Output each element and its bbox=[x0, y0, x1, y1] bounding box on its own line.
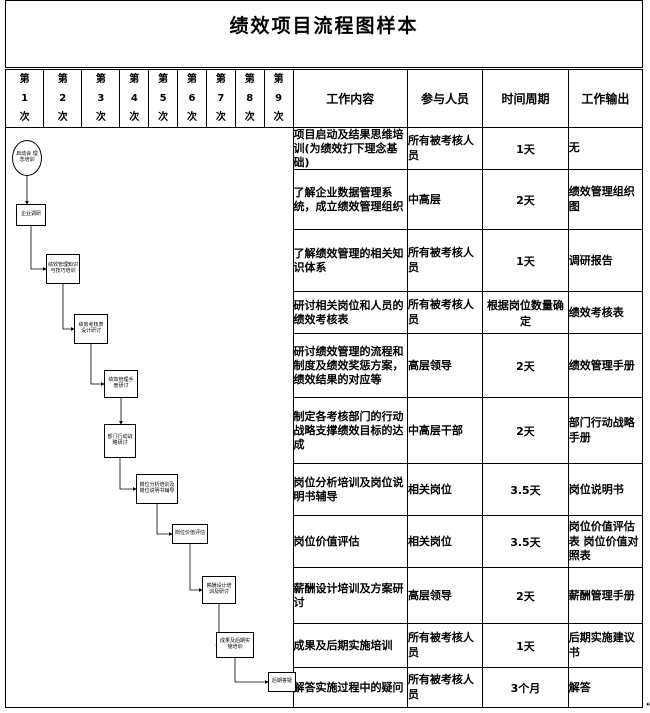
row-content: 岗位价值评估 bbox=[292, 515, 408, 569]
table-row: 制定各考核部门的行动战略支撑绩效目标的达成 中高层干部 2天 部门行动战略手册 bbox=[6, 397, 644, 465]
row-people: 所有被考核人员 bbox=[406, 623, 484, 669]
row-content: 了解绩效管理的相关知识体系 bbox=[292, 229, 408, 293]
row-people: 所有被考核人员 bbox=[406, 126, 484, 171]
flow-step-box: 薪酬设计培 训及研讨 bbox=[202, 576, 236, 604]
row-people: 高层领导 bbox=[406, 567, 484, 625]
flow-step-box: 部门行动战 略研讨 bbox=[104, 424, 136, 458]
row-output: 薪酬管理手册 bbox=[567, 567, 644, 625]
header-output: 工作输出 bbox=[567, 69, 644, 128]
row-output: 部门行动战略手册 bbox=[567, 397, 644, 465]
row-people: 所有被考核人员 bbox=[406, 291, 484, 335]
flow-connectors bbox=[25, 176, 269, 684]
row-time: 1天 bbox=[482, 623, 569, 669]
row-content: 成果及后期实施培训 bbox=[292, 623, 408, 669]
table-row: 研讨绩效管理的流程和制度及绩效奖惩方案，绩效结果的对应等 高层领导 2天 绩效管… bbox=[6, 333, 644, 399]
flow-arrow bbox=[90, 344, 105, 386]
flow-arrow bbox=[189, 544, 203, 592]
row-time: 2天 bbox=[482, 333, 569, 399]
row-output: 无 bbox=[567, 126, 644, 171]
row-content: 项目启动及结果思维培训(为绩效打下理念基础) bbox=[292, 126, 408, 171]
row-output: 解答 bbox=[567, 667, 644, 709]
row-content: 解答实施过程中的疑问 bbox=[292, 667, 408, 709]
table-row: 了解绩效管理的相关知识体系 所有被考核人员 1天 调研报告 bbox=[6, 229, 644, 293]
row-output: 绩效管理组织图 bbox=[567, 169, 644, 231]
row-time: 3.5天 bbox=[482, 463, 569, 517]
row-people: 相关岗位 bbox=[406, 515, 484, 569]
document-title: 绩效项目流程图样本 bbox=[229, 15, 419, 37]
table-row: 解答实施过程中的疑问 所有被考核人员 3个月 解答 bbox=[6, 667, 644, 709]
row-time: 1天 bbox=[482, 126, 569, 171]
flow-step-box: 岗位价值评估 bbox=[172, 524, 208, 544]
row-people: 所有被考核人员 bbox=[406, 667, 484, 709]
flow-step-box: 岗位分析培训及 岗位说明书辅导 bbox=[136, 474, 178, 504]
flow-step-box: 成果及后期实 施培训 bbox=[216, 632, 254, 658]
flow-arrow bbox=[119, 458, 137, 491]
row-people: 高层领导 bbox=[406, 333, 484, 399]
row-output: 后期实施建议书 bbox=[567, 623, 644, 669]
row-content: 了解企业数据管理系统，成立绩效管理组织 bbox=[292, 169, 408, 231]
flow-arrow bbox=[62, 284, 75, 331]
flowchart: 启动会 理念培训企业调研绩效管理知识 与技巧培训绩效考核表 设计研讨绩效管理手 … bbox=[6, 128, 296, 706]
header-time: 时间周期 bbox=[482, 69, 569, 128]
row-content: 研讨相关岗位和人员的绩效考核表 bbox=[292, 291, 408, 335]
row-time: 2天 bbox=[482, 169, 569, 231]
table-row: 岗位价值评估 相关岗位 3.5天 岗位价值评估表 岗位价值对照表 bbox=[6, 515, 644, 569]
header-content: 工作内容 bbox=[292, 69, 408, 128]
table-row: 薪酬设计培训及方案研讨 高层领导 2天 薪酬管理手册 bbox=[6, 567, 644, 625]
flow-arrow bbox=[234, 658, 269, 684]
row-time: 3.5天 bbox=[482, 515, 569, 569]
flow-step-box: 后期答疑 bbox=[268, 672, 296, 692]
flowchart-area: 启动会 理念培训企业调研绩效管理知识 与技巧培训绩效考核表 设计研讨绩效管理手 … bbox=[5, 126, 296, 709]
row-time: 根据岗位数量确定 bbox=[482, 291, 569, 335]
row-content: 薪酬设计培训及方案研讨 bbox=[292, 567, 408, 625]
row-content: 制定各考核部门的行动战略支撑绩效目标的达成 bbox=[292, 397, 408, 465]
row-time: 2天 bbox=[482, 567, 569, 625]
paragraph-mark: ↵ bbox=[646, 700, 650, 710]
row-output: 岗位说明书 bbox=[567, 463, 644, 517]
row-people: 中高层 bbox=[406, 169, 484, 231]
flow-step-box: 企业调研 bbox=[16, 204, 46, 226]
flow-arrow bbox=[156, 504, 173, 536]
title-box: 绩效项目流程图样本 bbox=[5, 0, 643, 68]
table-row: 研讨相关岗位和人员的绩效考核表 所有被考核人员 根据岗位数量确定 绩效考核表 bbox=[6, 291, 644, 335]
table-row: 岗位分析培训及岗位说明书辅导 相关岗位 3.5天 岗位说明书 bbox=[6, 463, 644, 517]
row-time: 3个月 bbox=[482, 667, 569, 709]
flow-step-box: 绩效考核表 设计研讨 bbox=[74, 314, 108, 344]
table-row: 启动会 理念培训企业调研绩效管理知识 与技巧培训绩效考核表 设计研讨绩效管理手 … bbox=[5, 126, 644, 709]
row-output: 绩效管理手册 bbox=[567, 333, 644, 399]
flow-step-box: 绩效管理知识 与技巧培训 bbox=[46, 254, 80, 284]
header-people: 参与人员 bbox=[406, 69, 484, 128]
table-row: 了解企业数据管理系统，成立绩效管理组织 中高层 2天 绩效管理组织图 bbox=[6, 169, 644, 231]
row-people: 所有被考核人员 bbox=[406, 229, 484, 293]
row-output: 绩效考核表 bbox=[567, 291, 644, 335]
row-people: 中高层干部 bbox=[406, 397, 484, 465]
row-content: 岗位分析培训及岗位说明书辅导 bbox=[292, 463, 408, 517]
row-output: 岗位价值评估表 岗位价值对照表 bbox=[567, 515, 644, 569]
row-output: 调研报告 bbox=[567, 229, 644, 293]
flow-step-box: 绩效管理手 册研讨 bbox=[104, 370, 138, 398]
row-time: 2天 bbox=[482, 397, 569, 465]
row-time: 1天 bbox=[482, 229, 569, 293]
row-people: 相关岗位 bbox=[406, 463, 484, 517]
flow-step-box: 启动会 理念培训 bbox=[12, 140, 42, 176]
row-content: 研讨绩效管理的流程和制度及绩效奖惩方案，绩效结果的对应等 bbox=[292, 333, 408, 399]
flow-arrow bbox=[30, 226, 47, 271]
